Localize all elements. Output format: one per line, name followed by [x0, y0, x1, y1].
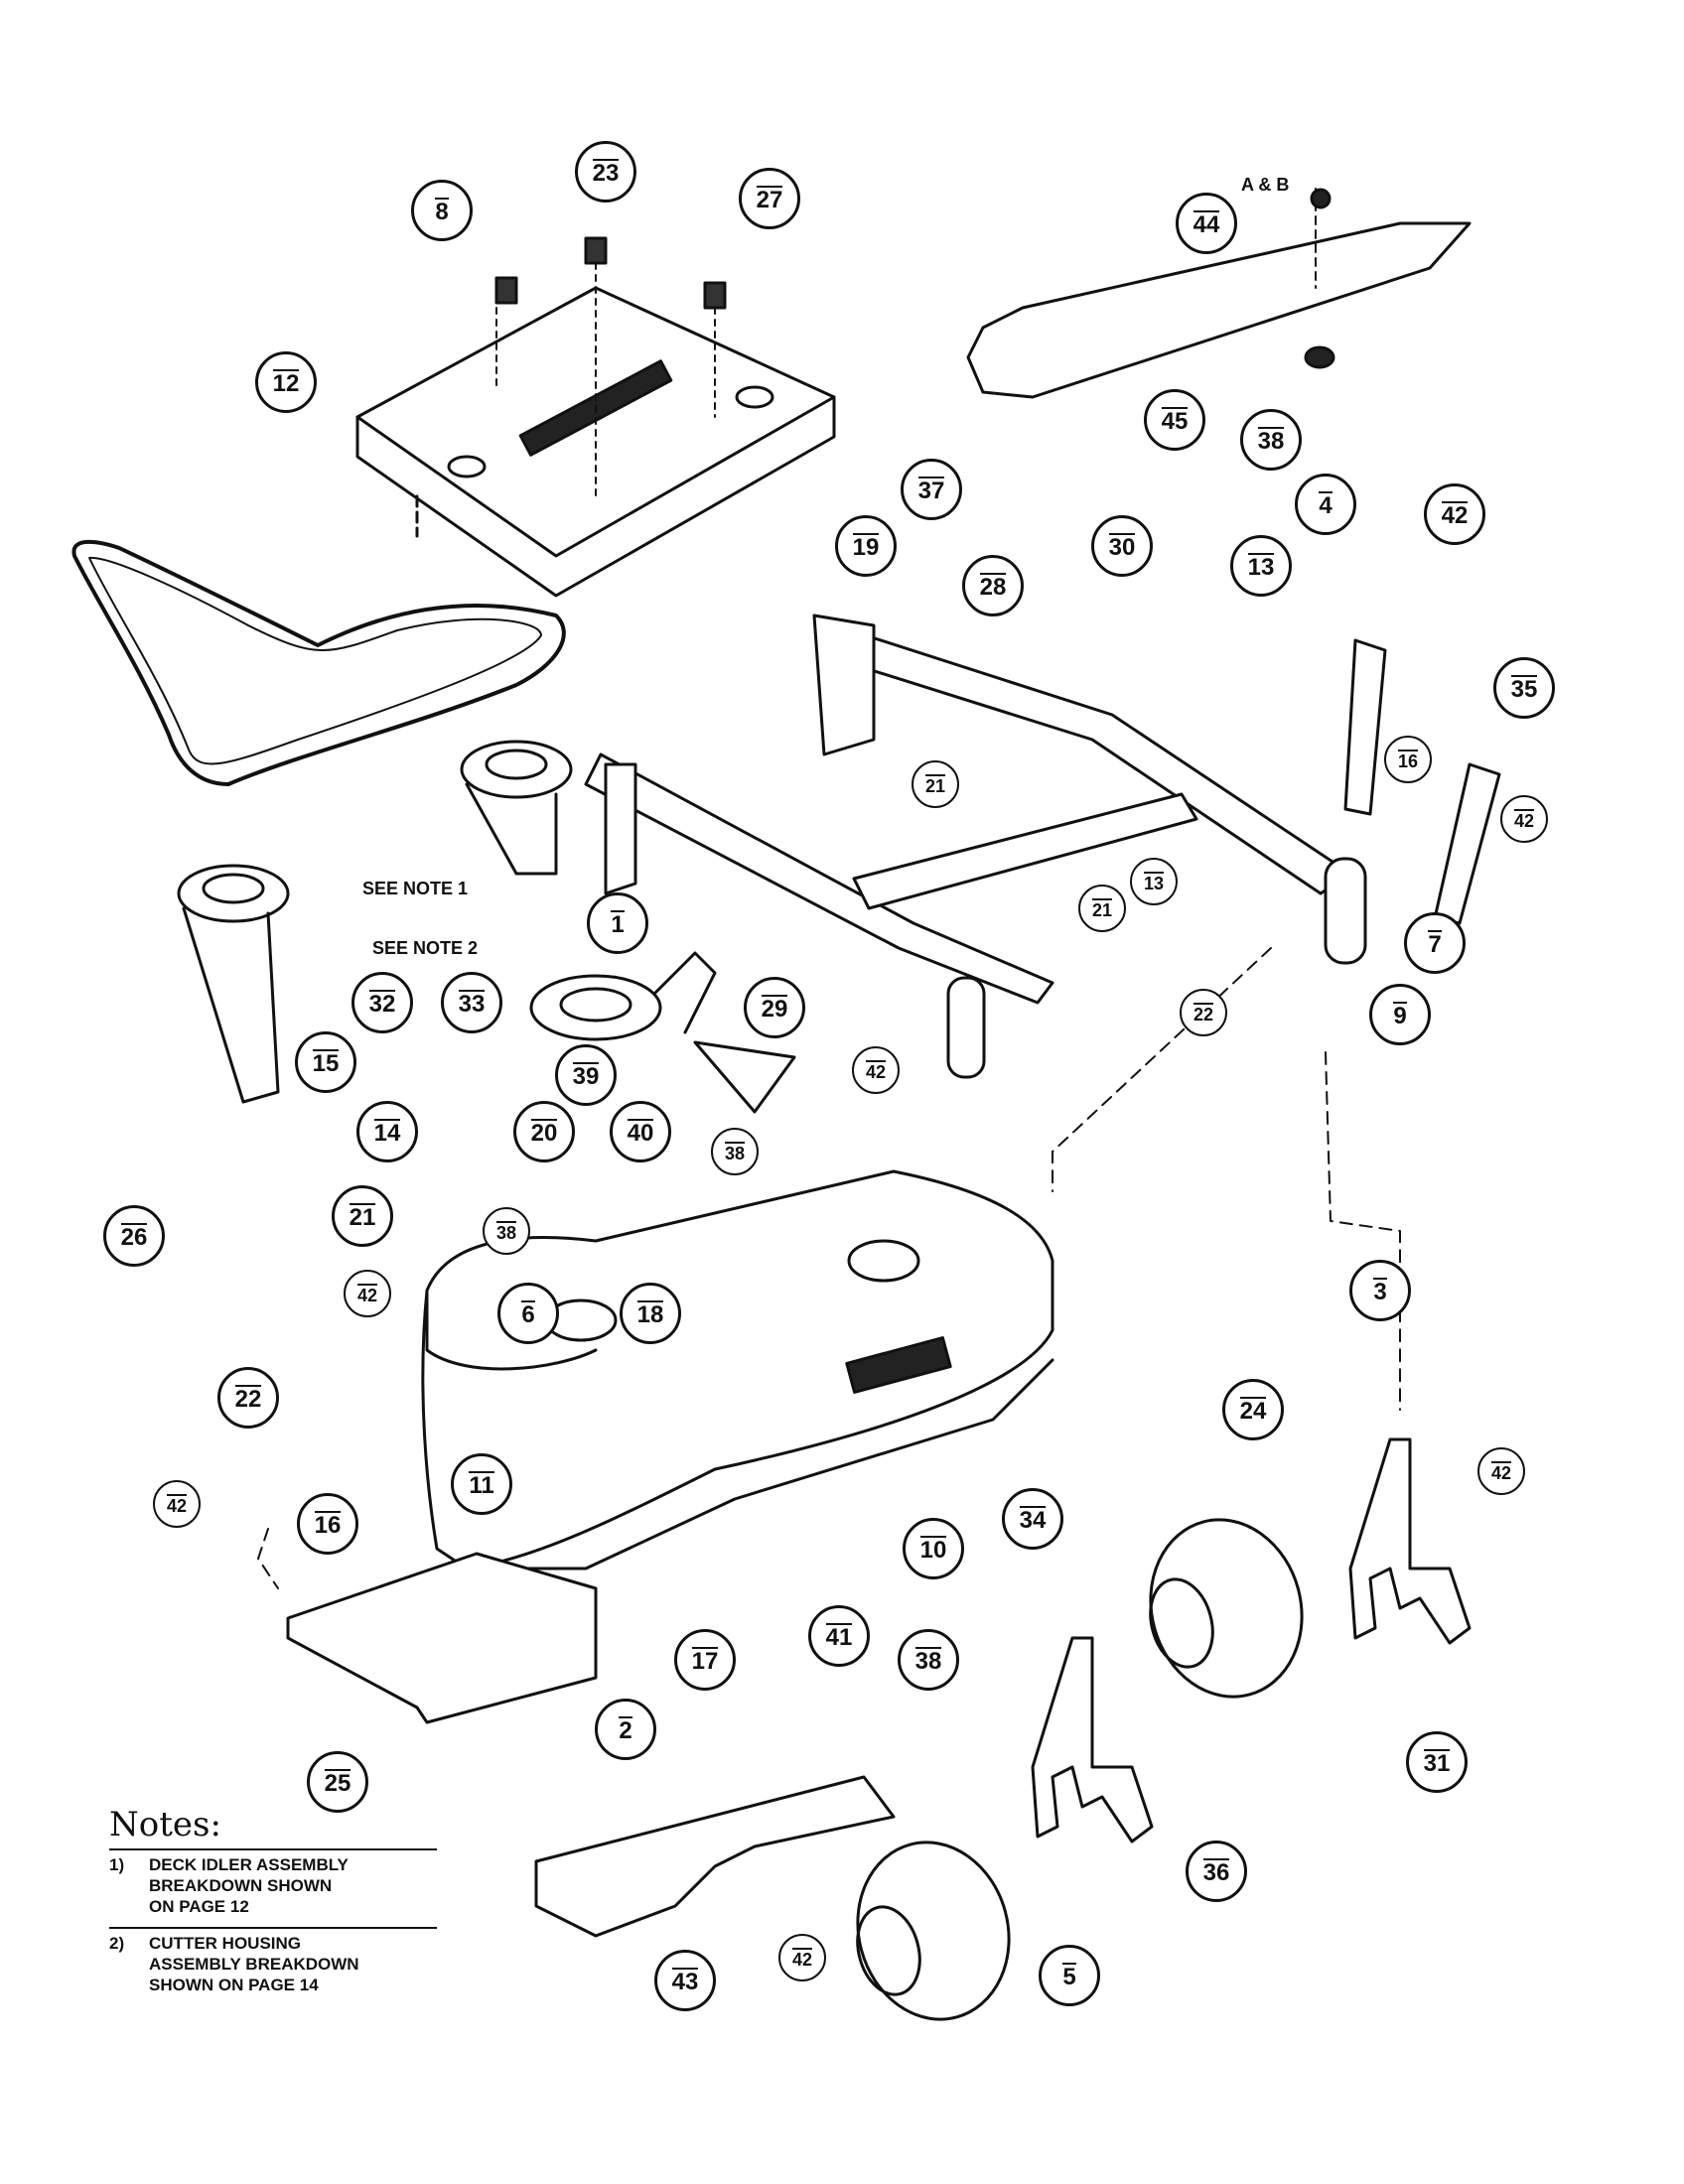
callout-11: 11 [451, 1453, 512, 1515]
callout-37: 37 [901, 459, 962, 520]
callout-14: 14 [356, 1101, 418, 1162]
callout-33: 33 [441, 972, 502, 1033]
callout-6: 6 [497, 1283, 559, 1344]
callout-30: 30 [1091, 515, 1153, 577]
spindle-pulleys [177, 740, 717, 1104]
callout-9: 9 [1369, 984, 1431, 1045]
deck-frame [584, 614, 1501, 1079]
callout-22-mid: 22 [1180, 989, 1227, 1036]
note-1: 1) DECK IDLER ASSEMBLY BREAKDOWN SHOWN O… [109, 1848, 437, 1927]
callout-32: 32 [351, 972, 413, 1033]
callout-27: 27 [739, 168, 800, 229]
mower-blade [966, 188, 1472, 399]
callout-42-left: 42 [344, 1270, 391, 1317]
callout-4: 4 [1295, 474, 1356, 535]
callout-38-bottom: 38 [898, 1629, 959, 1691]
note-2-text: CUTTER HOUSING ASSEMBLY BREAKDOWN SHOWN … [149, 1934, 359, 1994]
callout-38-bracket: 38 [711, 1128, 759, 1175]
callout-42-top: 42 [1424, 483, 1485, 545]
callout-21-upper: 21 [912, 760, 959, 808]
callout-12: 12 [255, 351, 317, 413]
callout-20: 20 [513, 1101, 575, 1162]
note-1-number: 1) [109, 1855, 125, 1874]
callout-26: 26 [103, 1205, 165, 1267]
callout-8: 8 [411, 180, 473, 241]
callout-42-bottom-right: 42 [1477, 1447, 1525, 1495]
callout-31: 31 [1406, 1731, 1468, 1793]
callout-42-mid: 42 [852, 1046, 900, 1094]
callout-38-blade: 38 [1240, 409, 1302, 471]
callout-5: 5 [1039, 1945, 1100, 2006]
callout-16-left: 16 [297, 1493, 358, 1555]
callout-39: 39 [555, 1044, 617, 1106]
see-note-2-label: SEE NOTE 2 [372, 938, 479, 958]
callout-35: 35 [1493, 657, 1555, 719]
callout-38-left: 38 [483, 1207, 530, 1255]
callout-36: 36 [1186, 1841, 1247, 1902]
callout-21-mid: 21 [1078, 885, 1126, 932]
callout-22-left: 22 [217, 1367, 279, 1429]
callout-3: 3 [1349, 1260, 1411, 1321]
see-note-1-label: SEE NOTE 1 [362, 879, 469, 898]
callout-7: 7 [1404, 912, 1466, 974]
note-2-number: 2) [109, 1934, 125, 1953]
callout-13-mid: 13 [1130, 858, 1178, 905]
caster-wheels [856, 1437, 1472, 2021]
callout-42-bottom: 42 [778, 1934, 826, 1981]
notes-title: Notes: [109, 1805, 221, 1844]
callout-17: 17 [674, 1629, 736, 1691]
callout-15: 15 [295, 1031, 356, 1093]
belt-cover [355, 236, 836, 598]
callout-21-left: 21 [332, 1185, 393, 1247]
mower-deck [421, 1169, 1054, 1570]
callout-13-top: 13 [1230, 535, 1292, 597]
discharge-chute [286, 1552, 598, 1724]
callout-40: 40 [610, 1101, 671, 1162]
callout-41: 41 [808, 1605, 870, 1667]
label-a-b: A & B [1241, 175, 1290, 195]
callout-19: 19 [835, 515, 897, 577]
note-2: 2) CUTTER HOUSING ASSEMBLY BREAKDOWN SHO… [109, 1927, 437, 2005]
callout-29: 29 [744, 977, 805, 1038]
callout-42-bottom-left: 42 [153, 1480, 201, 1528]
callout-16-right: 16 [1384, 736, 1432, 783]
callout-1: 1 [587, 892, 648, 954]
callout-45: 45 [1144, 389, 1205, 451]
callout-28: 28 [962, 555, 1024, 616]
callout-10: 10 [903, 1518, 964, 1579]
callout-44: 44 [1176, 193, 1237, 254]
note-1-text: DECK IDLER ASSEMBLY BREAKDOWN SHOWN ON P… [149, 1855, 349, 1916]
notes-section: Notes: 1) DECK IDLER ASSEMBLY BREAKDOWN … [109, 1805, 437, 2005]
callout-23: 23 [575, 141, 636, 203]
drive-belt [71, 539, 566, 786]
callout-43: 43 [654, 1950, 716, 2011]
deck-plate [534, 1775, 896, 1938]
callout-25: 25 [307, 1751, 368, 1813]
callout-42-right: 42 [1500, 795, 1548, 843]
callout-34: 34 [1002, 1488, 1063, 1550]
callout-18: 18 [620, 1283, 681, 1344]
callout-24: 24 [1222, 1379, 1284, 1440]
idler-bracket [693, 1040, 796, 1114]
callout-2: 2 [595, 1699, 656, 1760]
